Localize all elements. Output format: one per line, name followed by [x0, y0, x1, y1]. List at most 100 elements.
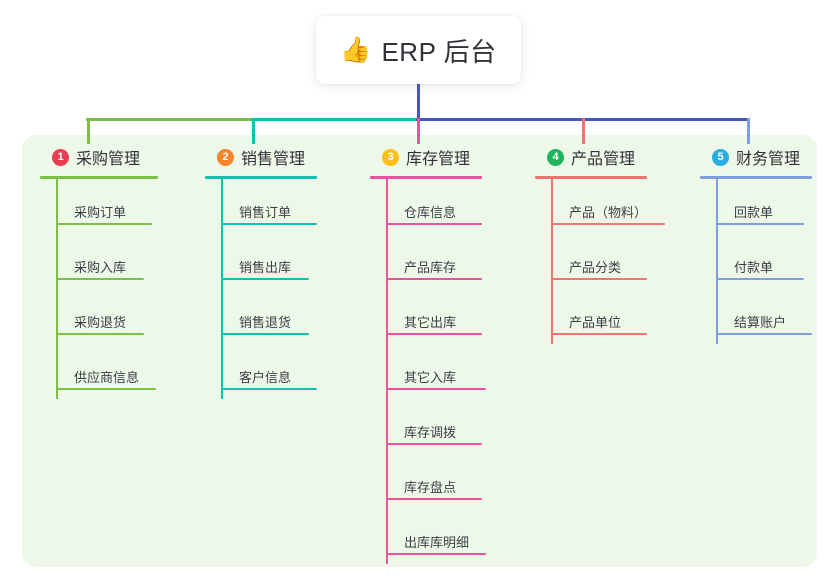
branch-number-badge: 3	[382, 148, 399, 166]
branch-header-1[interactable]: 1 采购管理	[40, 145, 190, 169]
branch-item[interactable]: 产品单位	[535, 289, 685, 344]
branch-spine	[56, 179, 58, 399]
branch-item[interactable]: 产品库存	[370, 234, 520, 289]
branch-item-label: 产品分类	[569, 260, 622, 275]
branch-item-label: 产品（物料）	[569, 205, 648, 220]
branch-item-label: 采购退货	[74, 315, 127, 330]
branch-item[interactable]: 产品分类	[535, 234, 685, 289]
branch-title: 财务管理	[736, 151, 801, 168]
connector-hbar-4	[581, 118, 749, 121]
branch-spine	[386, 179, 388, 564]
branch-item[interactable]: 销售出库	[205, 234, 355, 289]
branch-title: 销售管理	[241, 151, 306, 168]
branch-item[interactable]: 付款单	[700, 234, 839, 289]
branch-item-rule	[386, 278, 482, 280]
branch-item-rule	[716, 278, 804, 280]
branch-item[interactable]: 销售退货	[205, 289, 355, 344]
branch-spine	[716, 179, 718, 344]
branch-item[interactable]: 回款单	[700, 179, 839, 234]
branch-item[interactable]: 采购退货	[40, 289, 190, 344]
branch-item-rule	[56, 223, 152, 225]
branch-item-label: 其它入库	[404, 370, 457, 385]
branch-item-rule	[386, 388, 486, 390]
branch-number-badge: 1	[52, 148, 69, 166]
branch-item-rule	[551, 333, 647, 335]
branch-item[interactable]: 仓库信息	[370, 179, 520, 234]
branch-column-1: 1 采购管理采购订单采购入库采购退货供应商信息	[40, 145, 190, 399]
branch-item[interactable]: 其它出库	[370, 289, 520, 344]
branch-item-rule	[386, 333, 482, 335]
branch-item-rule	[221, 388, 317, 390]
branch-item-label: 库存调拨	[404, 425, 457, 440]
branch-header-rule	[535, 176, 647, 179]
branch-item-rule	[386, 443, 482, 445]
branch-item-list: 采购订单采购入库采购退货供应商信息	[40, 179, 190, 399]
branch-item-label: 销售出库	[239, 260, 292, 275]
connector-hbar-3	[416, 118, 582, 121]
connector-hbar-2	[251, 118, 417, 121]
connector-drop-2	[252, 118, 255, 144]
branch-item[interactable]: 库存调拨	[370, 399, 520, 454]
branch-item-list: 仓库信息产品库存其它出库其它入库库存调拨库存盘点出库库明细	[370, 179, 520, 564]
branch-item[interactable]: 客户信息	[205, 344, 355, 399]
branch-header-rule	[700, 176, 812, 179]
branch-item-rule	[221, 333, 309, 335]
branch-title: 产品管理	[571, 151, 636, 168]
branch-item-rule	[716, 333, 812, 335]
connector-root-stem	[417, 84, 420, 121]
branch-item-list: 产品（物料） 产品分类产品单位	[535, 179, 685, 344]
root-node[interactable]: 👍 ERP 后台	[316, 16, 521, 84]
branch-item[interactable]: 采购入库	[40, 234, 190, 289]
branch-header-rule	[205, 176, 317, 179]
branch-item-label: 客户信息	[239, 370, 292, 385]
branch-item-rule	[386, 223, 482, 225]
connector-drop-1	[87, 118, 90, 144]
branch-item-label: 产品单位	[569, 315, 622, 330]
branch-item-label: 出库库明细	[404, 535, 470, 550]
thumbs-up-icon: 👍	[340, 35, 372, 64]
branch-spine	[221, 179, 223, 399]
branch-item-label: 采购入库	[74, 260, 127, 275]
branch-item-label: 销售订单	[239, 205, 292, 220]
branch-item[interactable]: 采购订单	[40, 179, 190, 234]
branch-item-list: 回款单付款单结算账户	[700, 179, 839, 344]
branch-item-label: 付款单	[734, 260, 774, 275]
branch-item-rule	[551, 278, 647, 280]
branch-item[interactable]: 产品（物料）	[535, 179, 685, 234]
branch-header-rule	[370, 176, 482, 179]
branch-item-rule	[56, 278, 144, 280]
root-title: ERP 后台	[381, 36, 497, 67]
branch-item-rule	[551, 223, 665, 225]
diagram-background-panel	[22, 135, 817, 567]
branch-item-label: 供应商信息	[74, 370, 140, 385]
root-node-content: 👍 ERP 后台	[340, 32, 496, 69]
branch-item-rule	[56, 388, 156, 390]
connector-drop-4	[582, 118, 585, 144]
branch-item[interactable]: 其它入库	[370, 344, 520, 399]
branch-item-label: 仓库信息	[404, 205, 457, 220]
connector-drop-5	[747, 118, 750, 144]
branch-item-rule	[221, 223, 317, 225]
branch-item[interactable]: 结算账户	[700, 289, 839, 344]
branch-item-rule	[221, 278, 309, 280]
branch-item-list: 销售订单销售出库销售退货客户信息	[205, 179, 355, 399]
branch-item-label: 结算账户	[734, 315, 787, 330]
branch-item[interactable]: 销售订单	[205, 179, 355, 234]
branch-item[interactable]: 库存盘点	[370, 454, 520, 509]
branch-title: 采购管理	[76, 151, 141, 168]
branch-item-label: 回款单	[734, 205, 774, 220]
branch-item-label: 产品库存	[404, 260, 457, 275]
branch-item[interactable]: 出库库明细	[370, 509, 520, 564]
branch-item[interactable]: 供应商信息	[40, 344, 190, 399]
connector-drop-3	[417, 118, 420, 144]
branch-item-label: 销售退货	[239, 315, 292, 330]
branch-item-label: 其它出库	[404, 315, 457, 330]
